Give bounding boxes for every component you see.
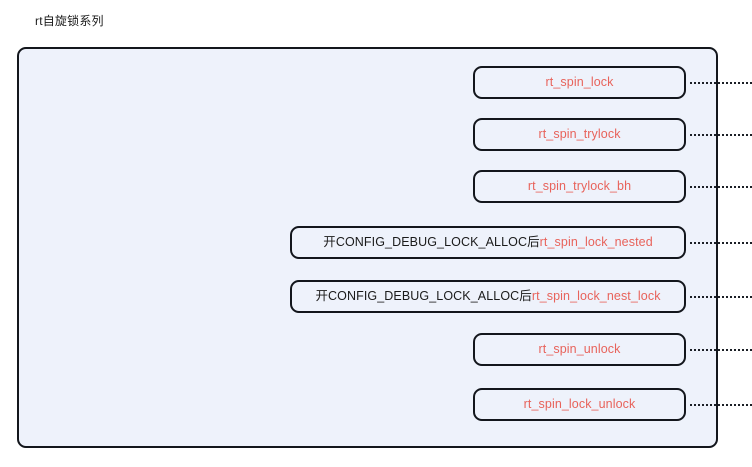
node-rt-spin-unlock[interactable]: rt_spin_unlock [473,333,686,366]
node-rt-spin-trylock-bh[interactable]: rt_spin_trylock_bh [473,170,686,203]
node-condition-label: 开CONFIG_DEBUG_LOCK_ALLOC后 [315,289,532,303]
connector-line-rt-spin-unlock [690,349,752,351]
node-api-label: rt_spin_lock [545,75,614,89]
node-api-label: rt_spin_lock_nested [539,235,653,249]
connector-line-rt-spin-lock-nest-lock [690,296,752,298]
connector-line-rt-spin-lock-nested [690,242,752,244]
node-api-label: rt_spin_trylock_bh [527,179,632,193]
node-api-label: rt_spin_unlock [538,342,621,356]
node-rt-spin-lock[interactable]: rt_spin_lock [473,66,686,99]
connector-line-rt-spin-trylock-bh [690,186,752,188]
node-api-label: rt_spin_trylock [538,127,621,141]
connector-line-rt-spin-lock-unlock [690,404,752,406]
node-rt-spin-trylock[interactable]: rt_spin_trylock [473,118,686,151]
page-title: rt自旋锁系列 [35,14,104,28]
node-api-label: rt_spin_lock_nest_lock [531,289,661,303]
connector-line-rt-spin-lock [690,82,752,84]
node-condition-label: 开CONFIG_DEBUG_LOCK_ALLOC后 [323,235,540,249]
node-api-label: rt_spin_lock_unlock [523,397,636,411]
node-rt-spin-lock-unlock[interactable]: rt_spin_lock_unlock [473,388,686,421]
connector-line-rt-spin-trylock [690,134,752,136]
